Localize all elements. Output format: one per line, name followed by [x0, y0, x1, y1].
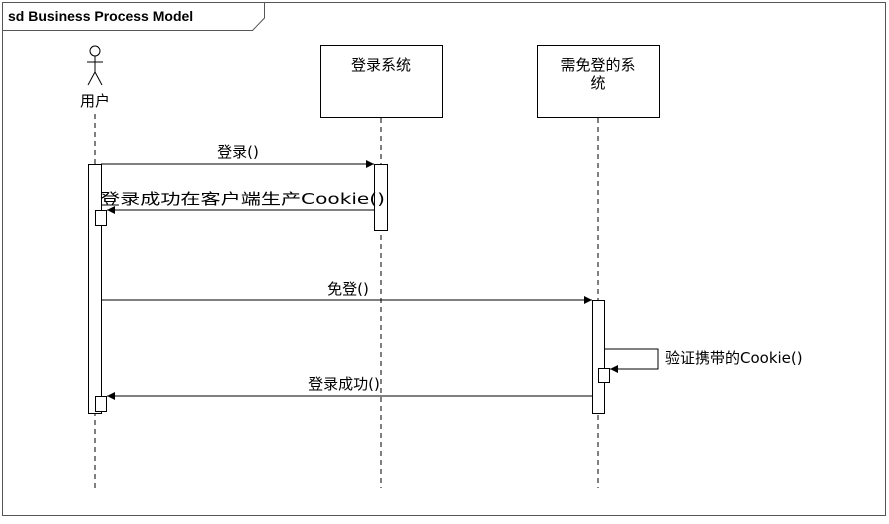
lifeline-sso-system-label-line2: 统 — [590, 74, 605, 92]
message-sso-login-label: 免登() — [327, 280, 369, 298]
lifeline-sso-system-box — [537, 45, 660, 118]
message-login-success-label: 登录成功() — [308, 375, 380, 393]
lifeline-user-label: 用户 — [80, 92, 110, 110]
activation-bar-login-system — [374, 164, 388, 231]
message-login-success-cookie: 登录成功在客户端生产Cookie() — [100, 190, 385, 214]
message-sso-login: 免登() — [101, 280, 592, 304]
activation-bar-user-return-1 — [95, 210, 107, 226]
lifeline-login-system-box — [320, 45, 443, 118]
activation-bar-sso-self — [598, 368, 610, 383]
lifeline-user: 用户 — [80, 45, 110, 488]
activation-bar-sso-system — [592, 300, 605, 414]
lifeline-login-system: 登录系统 — [320, 45, 443, 488]
activation-bar-user — [88, 164, 102, 414]
lifeline-sso-system: 需免登的系 统 — [537, 45, 660, 488]
lifeline-login-system-label: 登录系统 — [351, 56, 411, 74]
diagram-frame — [2, 2, 886, 516]
frame-title: sd Business Process Model — [8, 8, 193, 24]
activation-bar-user-return-2 — [95, 396, 107, 412]
frame-title-tab — [2, 2, 265, 31]
message-login-success: 登录成功() — [107, 375, 592, 400]
actor-icon — [87, 45, 103, 86]
message-login: 登录() — [101, 143, 374, 168]
message-verify-cookie-label: 验证携带的Cookie() — [665, 349, 803, 367]
message-login-label: 登录() — [217, 143, 259, 161]
message-login-success-cookie-label: 登录成功在客户端生产Cookie() — [100, 190, 385, 208]
message-verify-cookie: 验证携带的Cookie() — [604, 348, 803, 373]
lifeline-sso-system-label-line1: 需免登的系 — [560, 56, 635, 74]
